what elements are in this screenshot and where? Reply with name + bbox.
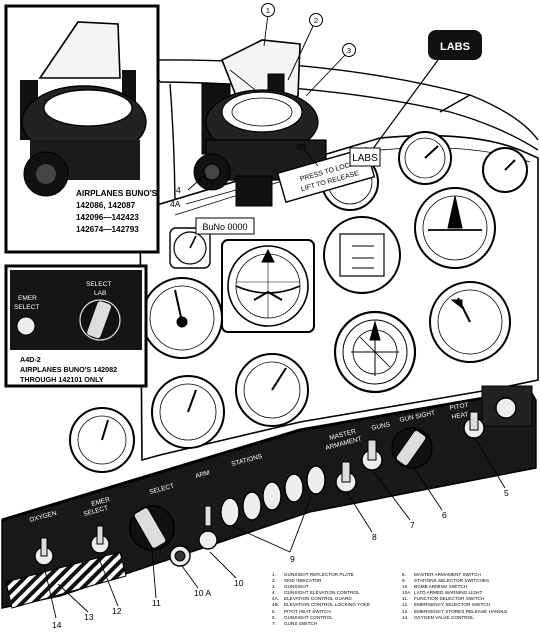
inset-mid-selector-panel: EMER SELECT SELECT LAB A4D-2 AIRPLANES B… xyxy=(4,264,148,388)
guns-switch xyxy=(361,439,383,471)
inset-top-caption-4: 142674—142793 xyxy=(76,225,139,234)
callout-3-text: 3 xyxy=(347,46,351,55)
legend-item: 14.OXYGEN VALVE CONTROL xyxy=(402,614,474,620)
legend-item: 4A.ELEVATION CONTROL GUARD xyxy=(272,596,352,602)
callout-9-text: 9 xyxy=(290,554,295,564)
callout-2-text: 2 xyxy=(314,16,318,25)
compass-gauge xyxy=(333,310,417,394)
labs-indicator-tag: LABS LABS xyxy=(349,30,482,167)
gauge-top-2 xyxy=(398,131,452,185)
pitot-heat-switch xyxy=(463,411,485,439)
gauge-center-lower xyxy=(235,353,309,427)
gauge-right-upper xyxy=(414,187,496,269)
stations-switch-4 xyxy=(284,473,304,503)
legend-item: 6.GUNSIGHT CONTROL xyxy=(272,614,333,620)
stations-switch-5 xyxy=(306,465,326,495)
gauge-left-bottom xyxy=(151,375,225,449)
gauge-far-left xyxy=(69,407,135,473)
callout-14-text: 14 xyxy=(52,620,62,630)
gauge-left-small xyxy=(169,227,211,269)
callout-numbers: 1 2 3 4 4A 4B 5 6 7 8 9 10 10 A 11 12 13… xyxy=(52,3,509,630)
buno-placard: BuNo 0000 xyxy=(195,217,255,235)
legend-item: 5.PITOT HEAT SWITCH xyxy=(272,608,331,614)
callout-4b-text: 4B xyxy=(296,142,307,152)
gauge-top-3 xyxy=(482,147,528,193)
bomb-arming-switch xyxy=(198,505,218,550)
inset-mid-caption-1: A4D-2 xyxy=(20,355,41,364)
legend-item: 10A.LATD ARMED WARNING LIGHT xyxy=(402,590,483,596)
callout-4-text: 4 xyxy=(176,185,181,195)
legend: 1.GUNSIGHT REFLECTOR PLATE 2.SKID INDICA… xyxy=(272,572,534,636)
attitude-indicator xyxy=(221,239,315,333)
legend-item: 11.FUNCTION SELECTOR SWITCH xyxy=(402,596,485,602)
armament-console: OXYGEN EMER SELECT SELECT ARM STATIONS M… xyxy=(1,385,537,609)
label-emer-select-1: EMER xyxy=(91,496,111,508)
inset-top-caption-3: 142096—142423 xyxy=(76,213,139,222)
callout-3: 3 xyxy=(342,43,356,57)
callout-12-text: 12 xyxy=(112,606,122,616)
label-guns: GUNS xyxy=(371,421,391,432)
callout-1: 1 xyxy=(261,3,275,17)
console-switches xyxy=(34,397,517,567)
inset-mid-toggle xyxy=(16,316,36,336)
legend-item: 7.GUNS SWITCH xyxy=(272,620,318,626)
legend-column-left: 1.GUNSIGHT REFLECTOR PLATE 2.SKID INDICA… xyxy=(272,572,400,636)
inset-mid-caption-2: AIRPLANES BUNO'S 142082 xyxy=(20,365,117,374)
callout-4a-text: 4A xyxy=(170,199,181,209)
function-selector-knob xyxy=(129,505,175,551)
inset-top-caption-2: 142086, 142087 xyxy=(76,201,136,210)
gunsight-assembly: PRESS TO LOCK LIFT TO RELEASE xyxy=(193,39,376,207)
gauge-mid-right xyxy=(323,216,401,294)
legend-item: 12.EMERGENCY SELECTOR SWITCH xyxy=(402,602,491,608)
buno-placard-text: BuNo 0000 xyxy=(202,222,247,232)
inset-mid-emer: EMER xyxy=(18,295,37,302)
legend-item: 10.BOMB ARMING SWITCH xyxy=(402,584,468,590)
legend-item: 2.SKID INDICATOR xyxy=(272,578,322,584)
callout-leaders xyxy=(43,13,506,619)
callout-8-text: 8 xyxy=(372,532,377,542)
inset-mid-select-right: SELECT xyxy=(86,281,111,288)
label-arm: ARM xyxy=(195,469,211,480)
master-armament-switch xyxy=(335,461,357,493)
legend-item: 4.GUNSIGHT ELEVATION CONTROL xyxy=(272,590,360,596)
label-pitot-heat-2: HEAT xyxy=(451,411,469,421)
labs-tag-text: LABS xyxy=(440,41,470,53)
callout-10-text: 10 xyxy=(234,578,244,588)
inset-mid-caption-3: THROUGH 142101 ONLY xyxy=(20,375,104,384)
callout-13-text: 13 xyxy=(84,612,94,622)
inset-mid-select-left: SELECT xyxy=(14,304,39,311)
label-pitot-heat-1: PITOT xyxy=(449,402,469,412)
callout-10a-text: 10 A xyxy=(194,588,211,598)
callout-2: 2 xyxy=(309,13,323,27)
oxygen-valve-hatch xyxy=(5,551,127,609)
gauge-right-lower xyxy=(429,281,511,363)
legend-item: 1.GUNSIGHT REFLECTOR PLATE xyxy=(272,572,354,577)
inset-mid-lab: LAB xyxy=(94,290,106,297)
stations-switch-3 xyxy=(262,481,282,511)
legend-item: 4B.ELEVATION CONTROL LOCKING YOKE xyxy=(272,602,371,608)
legend-column-right: 8.MASTER ARMAMENT SWITCH 9.STATIONS SELE… xyxy=(402,572,536,636)
armed-warning-light xyxy=(169,545,191,567)
inset-top-older-gunsight: AIRPLANES BUNO'S 142086, 142087 142096—1… xyxy=(4,4,160,254)
legend-item: 13.EMERGENCY STORES RELEASE HANDLE xyxy=(402,608,508,614)
oxygen-toggle-switch xyxy=(34,537,54,566)
legend-item: 9.STATIONS SELECTOR SWITCHES xyxy=(402,578,490,584)
gauge-left-large xyxy=(141,277,223,359)
callout-11-text: 11 xyxy=(152,598,161,608)
inset-top-caption-1: AIRPLANES BUNO'S xyxy=(76,189,158,198)
callout-6-text: 6 xyxy=(442,510,447,520)
callout-1-text: 1 xyxy=(266,6,270,15)
callout-5-text: 5 xyxy=(504,488,509,498)
callout-7-text: 7 xyxy=(410,520,415,530)
labs-panel-text: LABS xyxy=(352,153,378,164)
stations-switch-2 xyxy=(242,491,262,521)
console-knob-right xyxy=(495,397,517,419)
gunsight-control-knob xyxy=(391,427,433,469)
legend-item: 8.MASTER ARMAMENT SWITCH xyxy=(402,572,481,577)
legend-item: 3.GUNSIGHT xyxy=(272,584,309,590)
emer-select-toggle-switch xyxy=(90,525,110,554)
stations-switch-1 xyxy=(220,497,240,527)
